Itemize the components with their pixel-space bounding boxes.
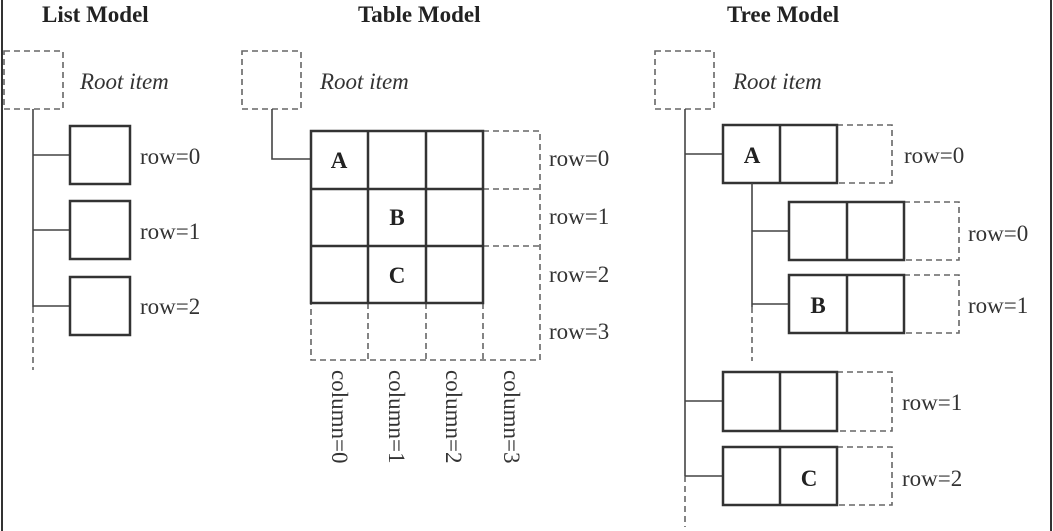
table-root-item xyxy=(241,50,302,110)
tree-item-dashed-column xyxy=(904,274,960,334)
table-dashed-outline xyxy=(310,130,541,361)
tree-row-label: row=2 xyxy=(902,466,962,491)
tree-row-label: row=1 xyxy=(902,390,962,415)
tree-item: row=1 xyxy=(685,370,962,433)
list-item: row=0 xyxy=(33,124,200,186)
list-item-box xyxy=(68,275,132,337)
tree-cell-b: B xyxy=(810,293,825,318)
tree-item: row=0 xyxy=(752,200,1028,262)
tree-item-dashed-column xyxy=(837,124,893,184)
tree-item-dashed-column xyxy=(837,371,893,432)
table-row-label: row=1 xyxy=(549,204,609,229)
tree-item: C row=2 xyxy=(685,445,962,507)
list-root-item xyxy=(3,50,64,110)
table-column-label: column=1 xyxy=(384,370,409,463)
table-model-title: Table Model xyxy=(358,2,480,27)
list-row-label: row=1 xyxy=(140,219,200,244)
table-column-label: column=0 xyxy=(327,370,352,463)
table-row-label: row=0 xyxy=(549,146,609,171)
tree-row-label: row=0 xyxy=(968,221,1028,246)
tree-item-dashed-column xyxy=(904,201,960,261)
table-row-label: row=3 xyxy=(549,319,609,344)
tree-item: A row=0 xyxy=(685,123,964,185)
list-row-label: row=0 xyxy=(140,144,200,169)
table-model: Table Model Root item A B C row=0 row=1 … xyxy=(241,2,609,463)
table-column-label: column=2 xyxy=(441,370,466,463)
list-item: row=2 xyxy=(33,275,200,337)
tree-item-dashed-column xyxy=(837,446,893,506)
tree-root-item xyxy=(654,50,715,110)
tree-cell-a: A xyxy=(744,143,761,168)
tree-root-label: Root item xyxy=(732,69,822,94)
list-item: row=1 xyxy=(33,199,200,261)
table-grid xyxy=(309,129,485,305)
tree-item: B row=1 xyxy=(752,273,1028,335)
list-item-box xyxy=(68,199,132,261)
table-cell-c: C xyxy=(389,263,406,288)
tree-row-label: row=1 xyxy=(968,293,1028,318)
table-grid-outline xyxy=(309,129,485,305)
tree-cell-c: C xyxy=(801,466,818,491)
table-root-label: Root item xyxy=(319,69,409,94)
tree-model: Tree Model Root item A row=0 row=0 xyxy=(654,2,1028,527)
list-item-box xyxy=(68,124,132,186)
tree-model-title: Tree Model xyxy=(727,2,839,27)
list-row-label: row=2 xyxy=(140,294,200,319)
table-cell-b: B xyxy=(389,205,404,230)
table-cell-a: A xyxy=(331,148,348,173)
list-model: List Model Root item row=0 row=1 row=2 xyxy=(3,2,200,370)
table-root-connector xyxy=(271,109,311,160)
table-row-label: row=2 xyxy=(549,262,609,287)
table-column-label: column=3 xyxy=(499,370,524,463)
table-dashed-extents xyxy=(310,130,541,361)
tree-row-label: row=0 xyxy=(904,143,964,168)
list-model-title: List Model xyxy=(42,2,149,27)
list-root-label: Root item xyxy=(79,69,169,94)
